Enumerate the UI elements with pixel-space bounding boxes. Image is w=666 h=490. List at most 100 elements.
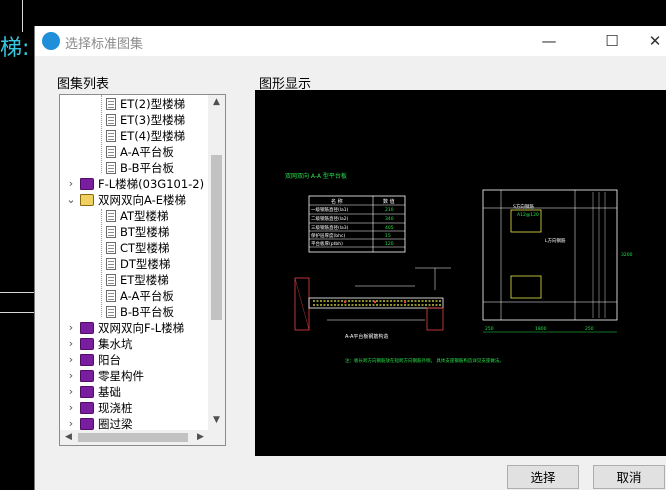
drawing-preview: 双网双向 A-A 型平台板 名 称 数 值 一级钢筋直径(la1) 210 二级… (255, 90, 666, 456)
table-cell: 15 (385, 233, 391, 239)
scroll-down-arrow-icon[interactable]: ▼ (213, 415, 220, 425)
expand-chevron-icon[interactable]: › (68, 177, 74, 190)
dim-label: 1800 (535, 326, 547, 332)
tree-item[interactable]: CT型楼梯 (60, 240, 208, 256)
collapse-chevron-icon[interactable]: ⌄ (66, 193, 76, 206)
tree-item[interactable]: A-A平台板 (60, 144, 208, 160)
plan-label: A12@120 (517, 212, 539, 218)
cancel-button[interactable]: 取消 (593, 465, 665, 489)
tree-item[interactable]: › 现浇桩 (60, 400, 208, 416)
scroll-up-arrow-icon[interactable]: ▲ (213, 97, 220, 107)
document-icon (106, 226, 116, 238)
document-icon (106, 210, 116, 222)
expand-chevron-icon[interactable]: › (68, 321, 74, 334)
tree-item[interactable]: ›零星构件 (60, 368, 208, 384)
tree-item[interactable]: B-B平台板 (60, 160, 208, 176)
tree-item[interactable]: › 双网双向F-L楼梯 (60, 320, 208, 336)
dialog-title: 选择标准图集 (65, 37, 144, 52)
section-caption: A-A平台板钢筋构造 (345, 333, 388, 340)
tree-horizontal-scrollbar[interactable]: ◀ ▶ (60, 430, 225, 445)
book-icon (80, 418, 94, 430)
tree-item[interactable]: ⌄ 双网双向A-E楼梯 (60, 192, 208, 208)
tree-item[interactable]: DT型楼梯 (60, 256, 208, 272)
scroll-left-arrow-icon[interactable]: ◀ (65, 432, 72, 442)
tree-item-label: BT型楼梯 (120, 225, 170, 239)
tree-item[interactable]: AT型楼梯 (60, 208, 208, 224)
tree-vertical-scroll-thumb[interactable] (211, 155, 222, 320)
book-icon (80, 178, 94, 190)
expand-chevron-icon[interactable]: › (68, 369, 74, 382)
expand-chevron-icon[interactable]: › (68, 417, 74, 430)
table-cell: 120 (385, 241, 394, 247)
tree-horizontal-scroll-thumb[interactable] (78, 433, 188, 442)
expand-chevron-icon[interactable]: › (68, 353, 74, 366)
minimize-button[interactable]: — (541, 32, 557, 50)
book-icon (80, 386, 94, 398)
cad-line (0, 312, 34, 313)
tree-item-label: 双网双向A-E楼梯 (98, 193, 187, 207)
document-icon (106, 98, 116, 110)
tree-vertical-scrollbar[interactable]: ▲ ▼ (208, 95, 225, 430)
cad-line (22, 0, 23, 32)
book-icon (80, 338, 94, 350)
tree-item-label: 圈过梁 (98, 417, 133, 430)
parameter-table: 名 称 数 值 一级钢筋直径(la1) 210 二级钢筋直径(la2) 340 … (308, 195, 406, 253)
tree-item[interactable]: ET(3)型楼梯 (60, 112, 208, 128)
tree-item-label: A-A平台板 (120, 289, 174, 303)
dim-label: 250 (585, 326, 594, 332)
select-button[interactable]: 选择 (507, 465, 579, 489)
cad-background-title: 梯: (0, 36, 30, 61)
title-bar[interactable]: 选择标准图集 — ☐ ✕ (35, 26, 666, 56)
tree-item-label: 集水坑 (98, 337, 133, 351)
preview-label: 图形显示 (259, 77, 312, 92)
tree-item[interactable]: › 阳台 (60, 352, 208, 368)
tree-item-label: ET(2)型楼梯 (120, 97, 186, 111)
tree-item-label: CT型楼梯 (120, 241, 170, 255)
maximize-button[interactable]: ☐ (605, 32, 619, 50)
table-cell: 保护层厚度(bhc) (311, 232, 345, 239)
document-icon (106, 290, 116, 302)
atlas-list-label: 图集列表 (57, 77, 110, 92)
tree-item-label: DT型楼梯 (120, 257, 171, 271)
document-icon (106, 258, 116, 270)
tree-item[interactable]: A-A平台板 (60, 288, 208, 304)
table-cell: 三级钢筋直径(la3) (311, 224, 349, 231)
dim-label: 3200 (621, 252, 633, 258)
tree-item-label: 双网双向F-L楼梯 (98, 321, 185, 335)
tree-item-label: ET型楼梯 (120, 273, 169, 287)
document-icon (106, 242, 116, 254)
tree-item[interactable]: ›F-L楼梯(03G101-2) (60, 176, 208, 192)
tree-item-label: 阳台 (98, 353, 121, 367)
table-cell: 二级钢筋直径(la2) (311, 215, 349, 222)
tree-item-label: B-B平台板 (120, 305, 175, 319)
tree-item[interactable]: B-B平台板 (60, 304, 208, 320)
close-button[interactable]: ✕ (648, 32, 662, 50)
table-header: 名 称 (331, 198, 343, 205)
app-icon (42, 32, 60, 50)
expand-chevron-icon[interactable]: › (68, 337, 74, 350)
document-icon (106, 114, 116, 126)
tree-item-label: 现浇桩 (98, 401, 133, 415)
tree-item[interactable]: › 圈过梁 (60, 416, 208, 430)
tree-item[interactable]: ET型楼梯 (60, 272, 208, 288)
expand-chevron-icon[interactable]: › (68, 385, 74, 398)
scroll-right-arrow-icon[interactable]: ▶ (197, 432, 204, 442)
tree-item[interactable]: ›基础 (60, 384, 208, 400)
cad-line (0, 292, 34, 293)
document-icon (106, 146, 116, 158)
tree-item[interactable]: ET(4)型楼梯 (60, 128, 208, 144)
table-cell: 一级钢筋直径(la1) (311, 206, 349, 213)
tree-item[interactable]: ET(2)型楼梯 (60, 96, 208, 112)
book-icon (80, 370, 94, 382)
tree-item-label: ET(3)型楼梯 (120, 113, 186, 127)
plan-label: L方向钢筋 (545, 237, 566, 244)
tree-item-label: A-A平台板 (120, 145, 174, 159)
tree-item[interactable]: › 集水坑 (60, 336, 208, 352)
expand-chevron-icon[interactable]: › (68, 401, 74, 414)
book-icon (80, 322, 94, 334)
drawing-title: 双网双向 A-A 型平台板 (285, 172, 347, 180)
table-cell: 210 (385, 207, 394, 213)
tree-item[interactable]: BT型楼梯 (60, 224, 208, 240)
